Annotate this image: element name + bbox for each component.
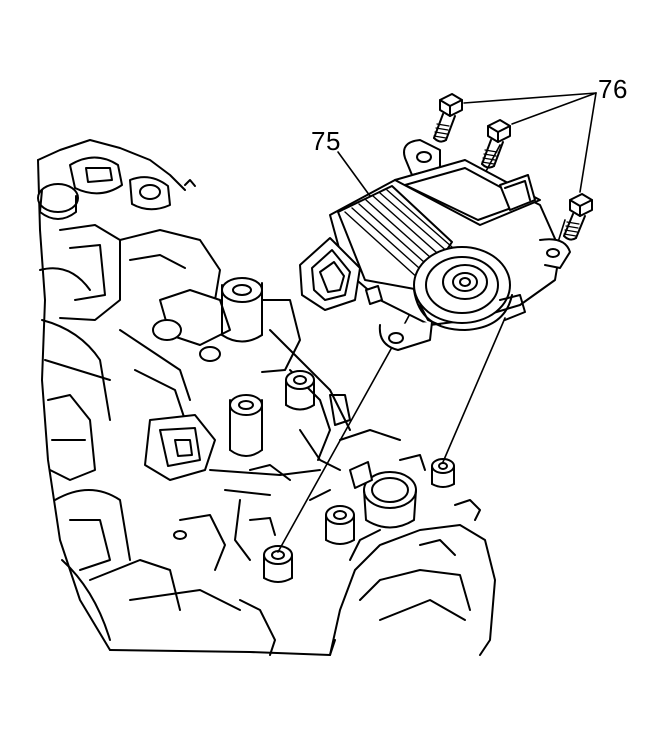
control-module [299,139,571,351]
bolt-1 [433,93,463,143]
leader-lines [337,92,597,197]
transmission-case [37,139,496,656]
callout-76-label: 76 [598,74,628,104]
callout-75-label: 75 [311,126,341,156]
bolt-3 [563,193,593,241]
bolt-2 [481,119,511,169]
